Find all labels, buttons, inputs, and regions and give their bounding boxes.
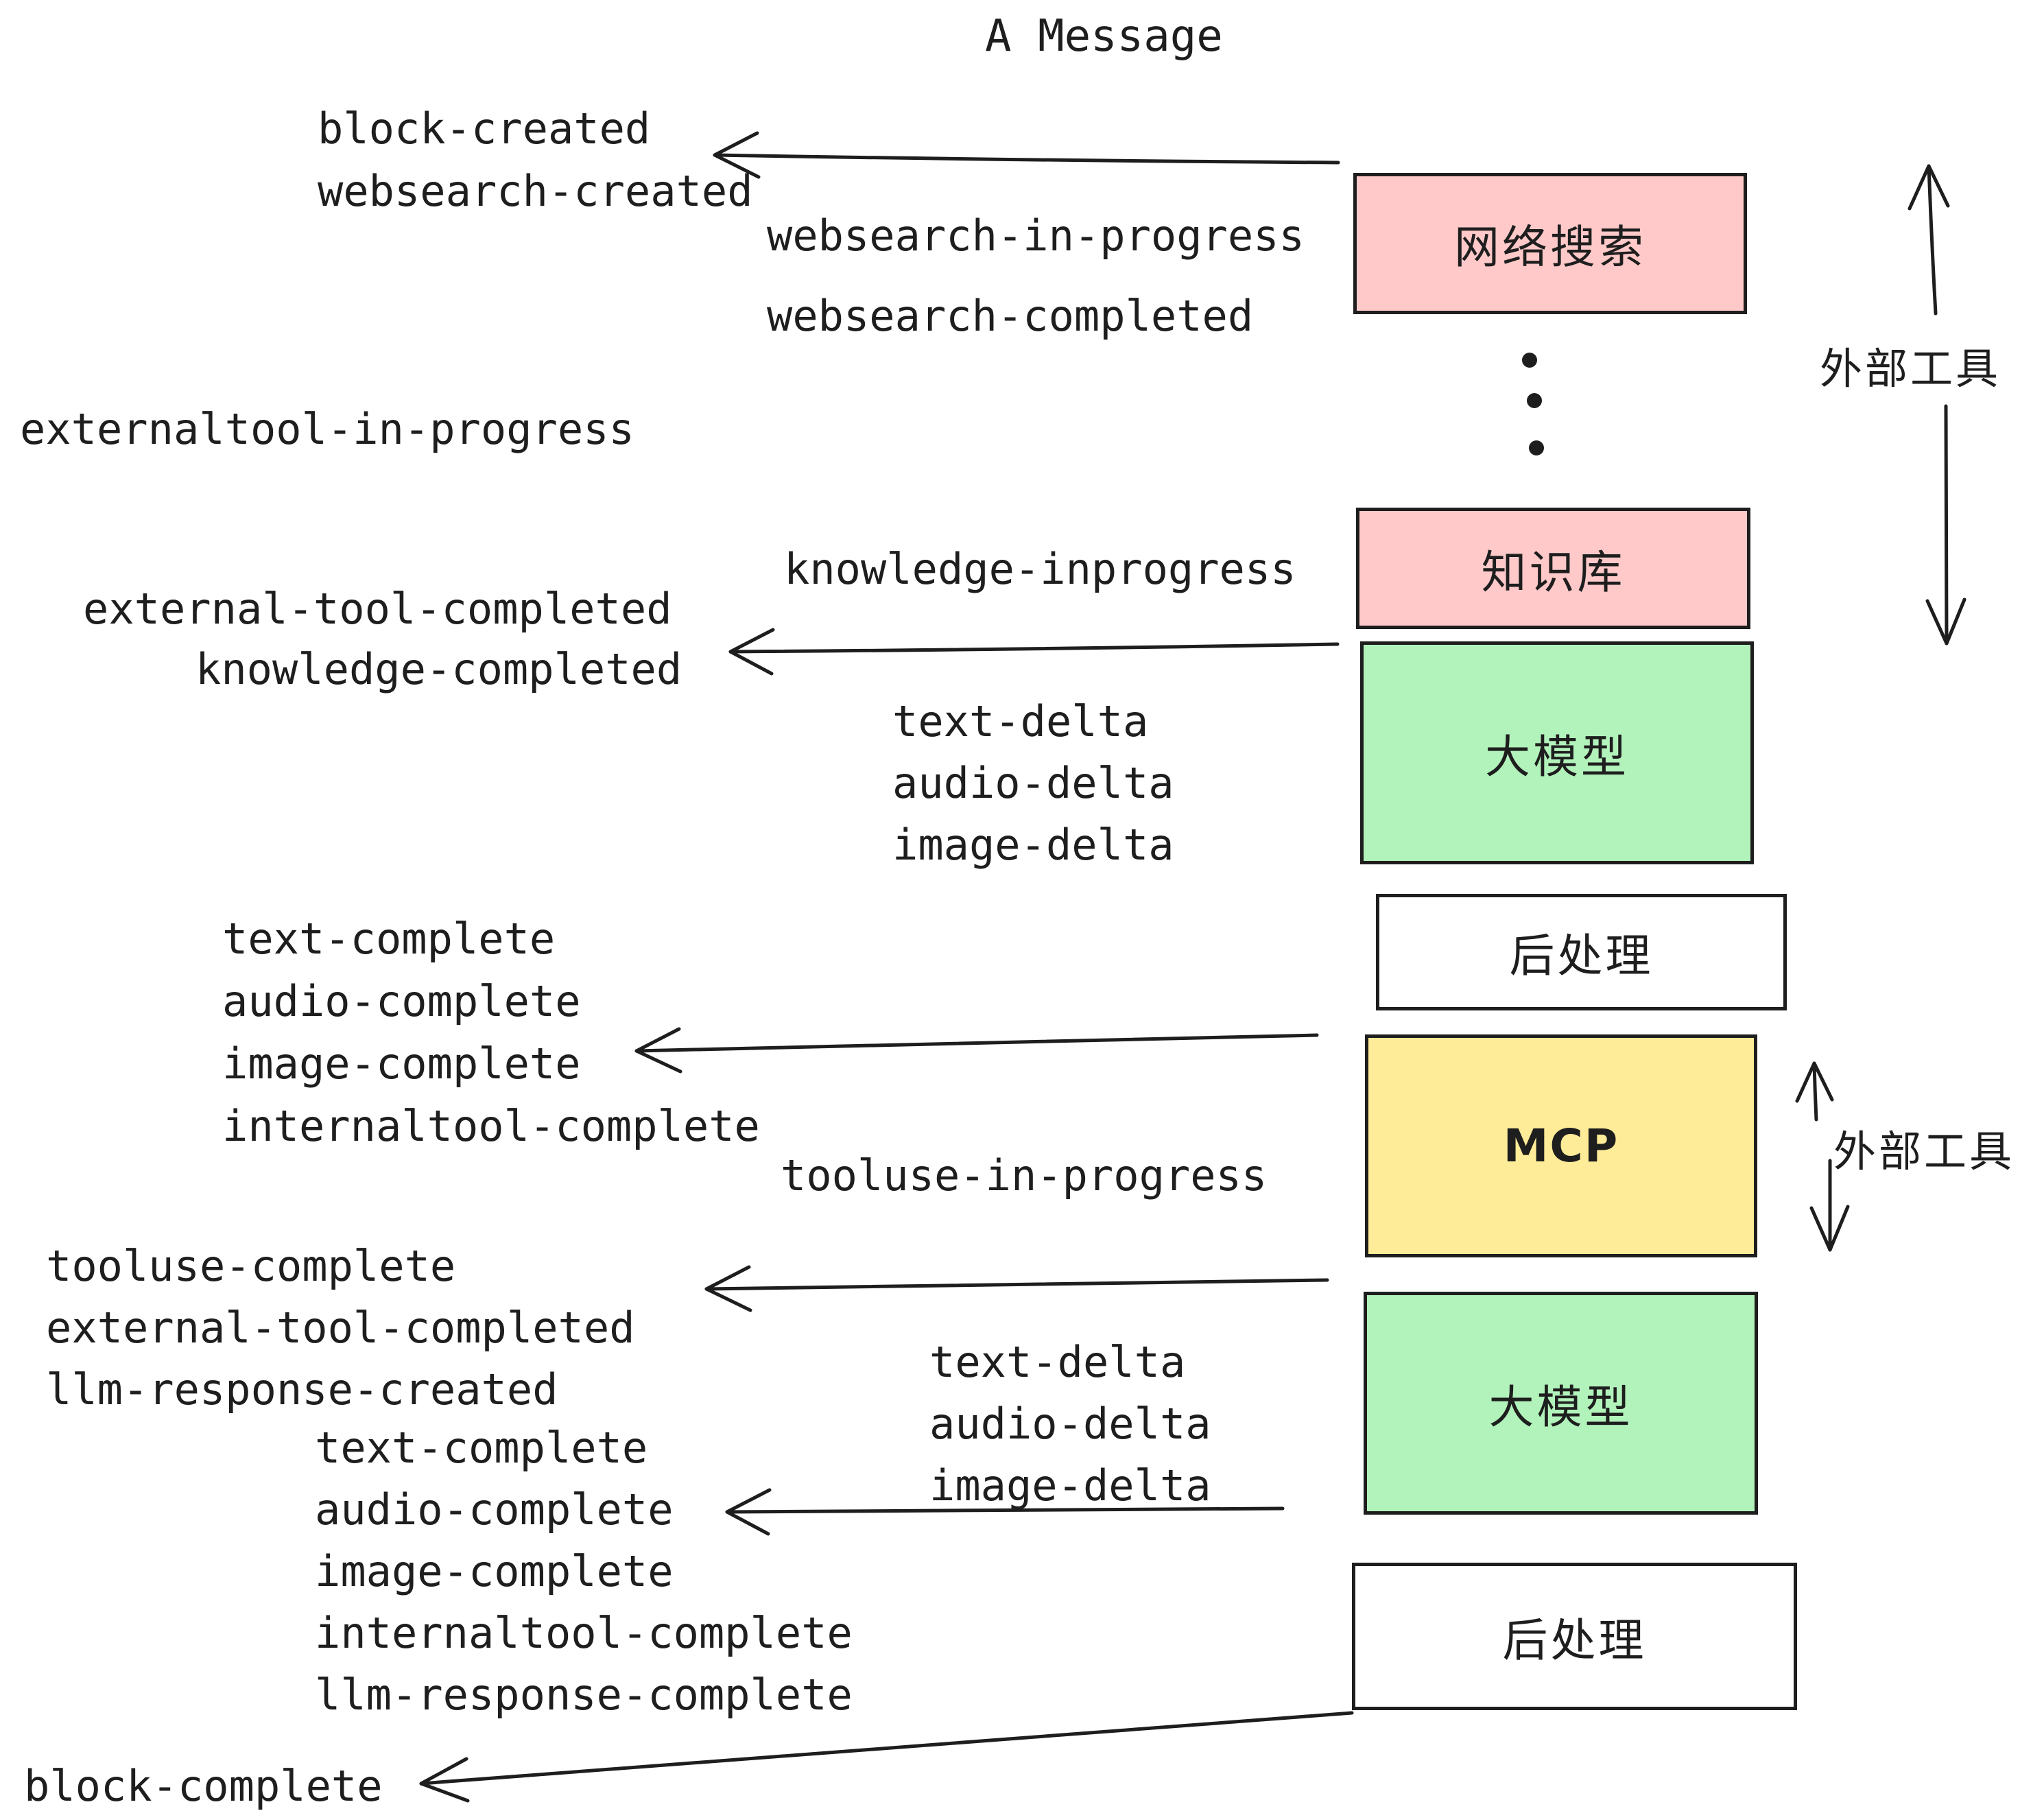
event-label-audio-complete: audio-complete: [222, 976, 581, 1026]
event-label-llm-response-created: llm-response-created: [46, 1364, 558, 1415]
box-post-process-1-label: 后处理: [1509, 930, 1654, 982]
event-label-image-delta-2: image-delta: [929, 1460, 1211, 1511]
box-post-process-1: 后处理: [1376, 894, 1787, 1010]
event-label-block-complete: block-complete: [24, 1761, 383, 1811]
box-llm-1: 大模型: [1360, 641, 1754, 864]
arrow-to-websearch-created-icon: [713, 131, 1340, 179]
event-label-text-delta-2: text-delta: [929, 1337, 1186, 1387]
external-tools-up-arrow-1-icon: [1908, 164, 1950, 316]
event-label-audio-delta-2: audio-delta: [929, 1399, 1211, 1449]
box-llm-2: 大模型: [1364, 1292, 1758, 1515]
event-label-image-complete-2: image-complete: [315, 1546, 674, 1596]
event-label-knowledge-completed: knowledge-completed: [195, 644, 682, 694]
diagram-title: A Message: [985, 11, 1223, 62]
event-label-tooluse-complete: tooluse-complete: [46, 1241, 456, 1291]
box-web-search-label: 网络搜索: [1454, 221, 1646, 274]
event-label-external-tool-completed-2: external-tool-completed: [46, 1303, 635, 1353]
box-post-process-2-label: 后处理: [1502, 1613, 1647, 1667]
arrow-to-knowledge-completed-icon: [728, 628, 1340, 676]
event-label-internaltool-complete-2: internaltool-complete: [315, 1608, 853, 1658]
event-label-knowledge-inprogress: knowledge-inprogress: [784, 544, 1296, 594]
event-label-block-created: block-created: [318, 104, 651, 154]
event-label-audio-delta: audio-delta: [892, 758, 1174, 808]
external-tools-up-arrow-2-icon: [1795, 1061, 1834, 1122]
box-knowledge-base: 知识库: [1356, 508, 1750, 629]
event-label-websearch-in-progress: websearch-in-progress: [767, 211, 1305, 261]
event-label-externaltool-in-progress: externaltool-in-progress: [20, 404, 634, 454]
event-label-internaltool-complete: internaltool-complete: [222, 1101, 760, 1151]
arrow-to-tooluse-complete-icon: [704, 1265, 1329, 1312]
event-label-image-complete: image-complete: [222, 1039, 581, 1089]
event-label-image-delta: image-delta: [892, 820, 1174, 870]
box-mcp: MCP: [1365, 1034, 1757, 1257]
box-llm-1-label: 大模型: [1485, 730, 1629, 783]
box-knowledge-base-label: 知识库: [1481, 545, 1626, 599]
event-label-text-complete: text-complete: [222, 914, 556, 964]
external-tools-label-1: 外部工具: [1820, 344, 2001, 394]
box-llm-2-label: 大模型: [1488, 1380, 1633, 1434]
arrow-to-image-complete-icon: [634, 1027, 1319, 1074]
event-label-websearch-created: websearch-created: [318, 166, 753, 216]
event-label-external-tool-completed: external-tool-completed: [83, 584, 672, 634]
event-label-tooluse-in-progress: tooluse-in-progress: [781, 1150, 1268, 1200]
event-label-text-delta: text-delta: [892, 696, 1149, 746]
event-label-text-complete-2: text-complete: [315, 1423, 648, 1473]
box-mcp-label: MCP: [1503, 1120, 1619, 1172]
event-label-websearch-completed: websearch-completed: [767, 291, 1254, 341]
external-tools-down-arrow-1-icon: [1925, 404, 1966, 646]
box-post-process-2: 后处理: [1352, 1563, 1797, 1710]
ellipsis-dots-icon: [1522, 353, 1544, 455]
event-label-audio-complete-2: audio-complete: [315, 1484, 674, 1535]
arrow-to-block-complete-icon: [419, 1711, 1354, 1803]
event-label-llm-response-complete: llm-response-complete: [315, 1670, 853, 1720]
external-tools-label-2: 外部工具: [1833, 1126, 2015, 1176]
box-web-search: 网络搜索: [1353, 173, 1747, 314]
